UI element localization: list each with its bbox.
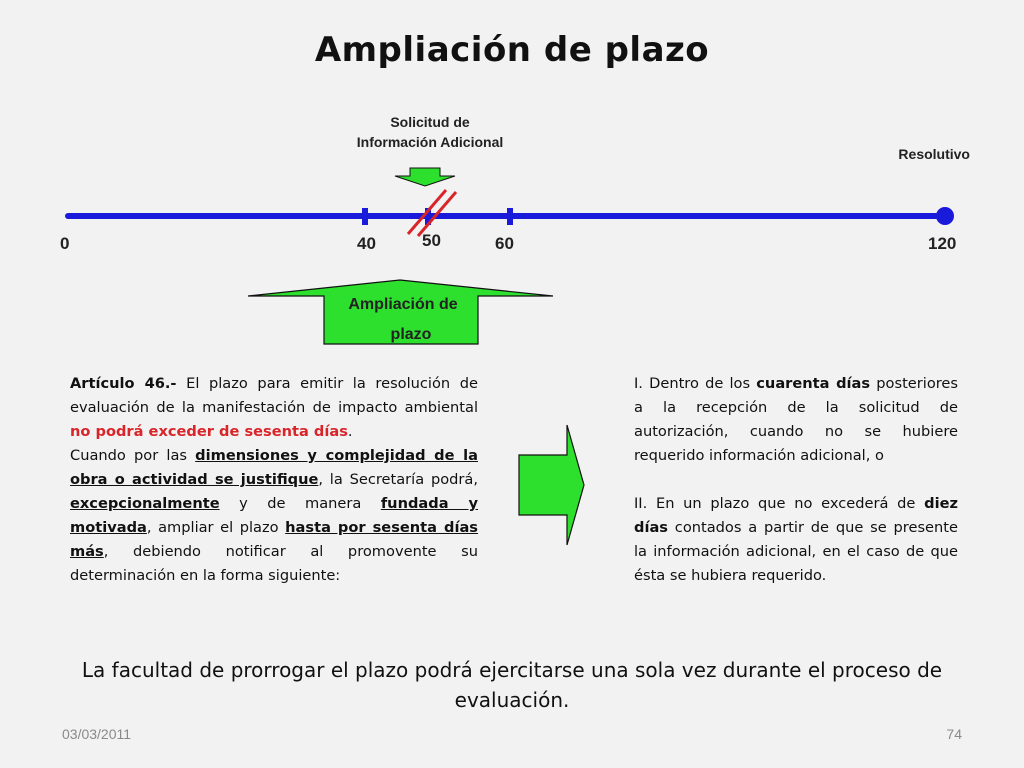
emphasis-text: diez días — [634, 495, 958, 536]
resolutivo-label: Resolutivo — [898, 146, 970, 162]
fraccion-ii: II. En un plazo que no excederá de diez … — [634, 492, 958, 588]
text-run: , la Secretaría podrá, — [318, 471, 478, 488]
tick-mark-50 — [425, 208, 431, 225]
text-run: contados a partir de que se presente la … — [634, 519, 958, 584]
text-run: II. En un plazo que no excederá de — [634, 495, 925, 512]
slide-date: 03/03/2011 — [62, 726, 132, 742]
cross-line-2 — [416, 191, 458, 237]
tick-mark-40 — [362, 208, 368, 225]
footer-note: La facultad de prorrogar el plazo podrá … — [81, 658, 943, 712]
tick-label-0: 0 — [60, 234, 70, 253]
solicitud-down-arrow — [394, 167, 456, 187]
text-run: . — [347, 423, 353, 440]
text-run: , debiendo notificar al promovente su de… — [70, 543, 478, 584]
articulo-46-text: Artículo 46.- El plazo para emitir la re… — [70, 372, 478, 588]
ampliacion-up-arrow — [247, 279, 554, 345]
tick-label-50: 50 — [422, 231, 441, 250]
paragraph-spacer — [634, 468, 958, 492]
text-run: posteriores a la recepción de la solicit… — [634, 375, 959, 464]
timeline-end-dot — [936, 207, 954, 225]
solicitud-label-line1: Solicitud de — [390, 114, 470, 130]
cross-line-1 — [406, 189, 448, 235]
article-heading: Artículo 46.- — [70, 375, 177, 392]
page-title: Ampliación de plazo — [314, 30, 710, 70]
emphasis-text: excepcionalmente — [70, 495, 220, 512]
ampliacion-label-line2: plazo — [390, 326, 432, 343]
ampliacion-label: Ampliación de plazo — [328, 290, 478, 350]
articulo-paragraph-2: Cuando por las dimensiones y complejidad… — [70, 444, 478, 588]
right-arrow — [518, 424, 585, 546]
text-run: y de manera — [219, 495, 381, 512]
solicitud-label-line2: Información Adicional — [356, 134, 504, 150]
ampliacion-label-line1: Ampliación de — [348, 296, 458, 313]
tick-label-60: 60 — [495, 234, 514, 253]
tick-mark-60 — [507, 208, 513, 225]
text-run: El plazo para emitir la resolución de ev… — [70, 375, 479, 416]
fraccion-i: I. Dentro de los cuarenta días posterior… — [634, 372, 958, 468]
fracciones-text: I. Dentro de los cuarenta días posterior… — [634, 372, 958, 588]
highlight-text: no podrá exceder de sesenta días — [70, 423, 348, 440]
solicitud-label: Solicitud de Información Adicional — [330, 112, 530, 152]
text-run: , ampliar el plazo — [146, 519, 286, 536]
text-run: Cuando por las — [70, 447, 196, 464]
text-run: I. Dentro de los — [634, 375, 757, 392]
tick-label-40: 40 — [357, 234, 376, 253]
slide-number: 74 — [946, 726, 962, 742]
emphasis-text: dimensiones y complejidad de la obra o a… — [70, 447, 478, 488]
emphasis-text: cuarenta días — [756, 375, 871, 392]
tick-label-120: 120 — [928, 234, 957, 253]
emphasis-text: hasta por sesenta días más — [70, 519, 478, 560]
emphasis-text: fundada y motivada — [70, 495, 479, 536]
articulo-paragraph-1: Artículo 46.- El plazo para emitir la re… — [70, 372, 478, 444]
